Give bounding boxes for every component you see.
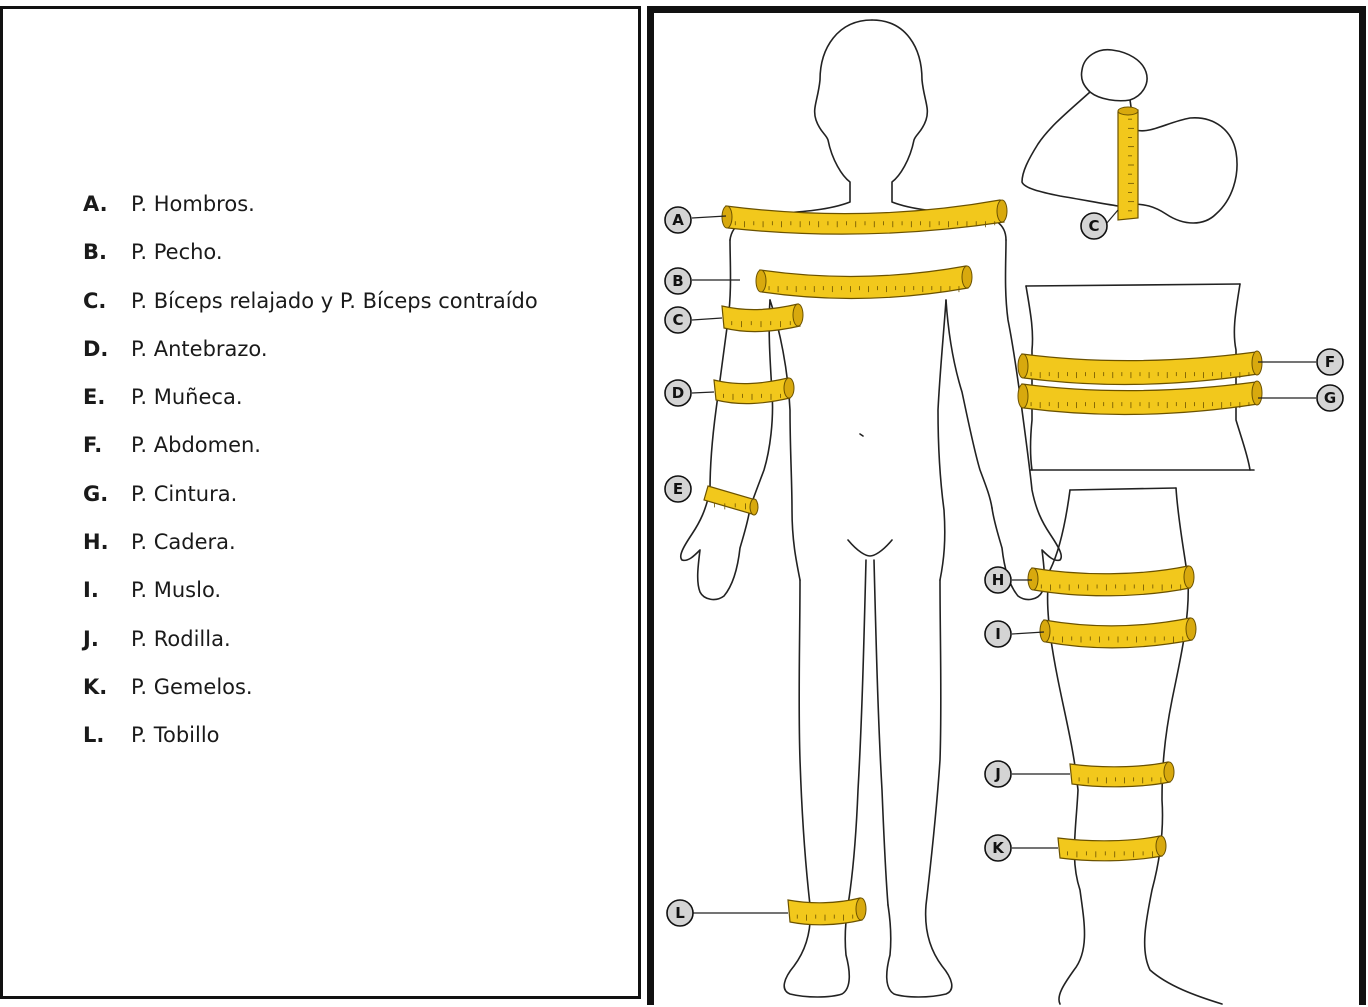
- legend-text: P. Gemelos.: [131, 675, 253, 699]
- legend-text: P. Muslo.: [131, 578, 221, 602]
- legend-letter: J.: [83, 627, 131, 651]
- svg-text:I: I: [995, 625, 1001, 643]
- bicep-outline: [1130, 100, 1237, 223]
- legend-item: A.P. Hombros.: [83, 192, 538, 240]
- tape-G: [1018, 381, 1262, 414]
- right-leg-outer: [887, 580, 952, 997]
- marker-b: B: [665, 268, 691, 294]
- legend-item: K.P. Gemelos.: [83, 675, 538, 723]
- tape-C-arm: [1118, 107, 1138, 220]
- legend-item: G.P. Cintura.: [83, 482, 538, 530]
- svg-text:L: L: [675, 904, 685, 922]
- left-torso-side: [770, 300, 800, 580]
- tape-J: [1070, 762, 1174, 787]
- marker-e: E: [665, 476, 691, 502]
- torso-top: [1026, 284, 1240, 286]
- legend-letter: B.: [83, 240, 131, 264]
- marker-h: H: [985, 567, 1011, 593]
- right-leg-inner: [874, 560, 888, 905]
- legend-text: P. Tobillo: [131, 723, 220, 747]
- legend-text: P. Cadera.: [131, 530, 236, 554]
- legend-letter: E.: [83, 385, 131, 409]
- right-arm-inner: [946, 300, 992, 508]
- svg-text:C: C: [672, 311, 683, 329]
- tape-L: [788, 898, 866, 925]
- left-arm-outer: [681, 240, 750, 599]
- svg-text:B: B: [672, 272, 683, 290]
- legend-item: L.P. Tobillo: [83, 723, 538, 771]
- svg-text:A: A: [672, 211, 684, 229]
- marker-i: I: [985, 621, 1011, 647]
- leg-detail-figure: [1048, 488, 1222, 1004]
- legend-text: P. Hombros.: [131, 192, 255, 216]
- left-leg-outer: [784, 580, 849, 997]
- hip-top: [1070, 488, 1176, 490]
- svg-text:K: K: [992, 839, 1005, 857]
- legend-text: P. Muñeca.: [131, 385, 243, 409]
- legend-text: P. Cintura.: [131, 482, 237, 506]
- legend-item: J.P. Rodilla.: [83, 627, 538, 675]
- legend-panel: A.P. Hombros. B.P. Pecho. C.P. Bíceps re…: [0, 6, 641, 999]
- forearm-outline: [1022, 92, 1118, 206]
- legend-text: P. Antebrazo.: [131, 337, 268, 361]
- svg-text:J: J: [994, 765, 1001, 783]
- legend-text: P. Rodilla.: [131, 627, 231, 651]
- legend-letter: I.: [83, 578, 131, 602]
- legend-item: B.P. Pecho.: [83, 240, 538, 288]
- leg-left-outline: [1048, 490, 1085, 1004]
- legend-letter: C.: [83, 289, 131, 313]
- svg-text:C: C: [1088, 217, 1099, 235]
- tape-E: [704, 486, 758, 515]
- tape-F: [1018, 351, 1262, 384]
- head-outline: [730, 20, 872, 240]
- svg-text:H: H: [992, 571, 1005, 589]
- legend-letter: L.: [83, 723, 131, 747]
- body-measurement-diagram: A B C D E C F G H I J K L: [654, 13, 1359, 1005]
- marker-k: K: [985, 835, 1011, 861]
- tape-A: [722, 200, 1007, 234]
- legend-letter: K.: [83, 675, 131, 699]
- marker-l: L: [667, 900, 693, 926]
- measurement-legend: A.P. Hombros. B.P. Pecho. C.P. Bíceps re…: [83, 192, 538, 772]
- fist-outline: [1081, 50, 1147, 101]
- legend-letter: A.: [83, 192, 131, 216]
- svg-text:G: G: [1324, 389, 1336, 407]
- crotch-line: [848, 540, 892, 556]
- left-leg-inner: [848, 560, 866, 905]
- tape-I: [1040, 618, 1196, 648]
- legend-item: C.P. Bíceps relajado y P. Bíceps contraí…: [83, 289, 538, 337]
- diagram-panel: A B C D E C F G H I J K L: [647, 6, 1366, 1005]
- legend-item: E.P. Muñeca.: [83, 385, 538, 433]
- marker-a: A: [665, 207, 691, 233]
- svg-text:E: E: [673, 480, 683, 498]
- marker-g: G: [1317, 385, 1343, 411]
- legend-text: P. Pecho.: [131, 240, 223, 264]
- legend-letter: G.: [83, 482, 131, 506]
- marker-d: D: [665, 380, 691, 406]
- legend-letter: F.: [83, 433, 131, 457]
- legend-letter: D.: [83, 337, 131, 361]
- right-torso-side: [938, 300, 946, 580]
- tape-C-body: [722, 304, 803, 332]
- marker-f: F: [1317, 349, 1343, 375]
- navel: [860, 434, 863, 436]
- tape-H: [1028, 566, 1194, 596]
- marker-c-body: C: [665, 307, 691, 333]
- legend-item: H.P. Cadera.: [83, 530, 538, 578]
- svg-text:D: D: [672, 384, 684, 402]
- legend-item: F.P. Abdomen.: [83, 433, 538, 481]
- tape-B: [756, 266, 972, 298]
- legend-item: I.P. Muslo.: [83, 578, 538, 626]
- tape-D: [714, 378, 794, 404]
- svg-text:F: F: [1325, 353, 1335, 371]
- legend-text: P. Bíceps relajado y P. Bíceps contraído: [131, 289, 538, 313]
- legend-letter: H.: [83, 530, 131, 554]
- marker-j: J: [985, 761, 1011, 787]
- leg-right-outline: [1145, 488, 1222, 1004]
- legend-text: P. Abdomen.: [131, 433, 261, 457]
- legend-item: D.P. Antebrazo.: [83, 337, 538, 385]
- tape-K: [1058, 836, 1166, 861]
- marker-c-arm: C: [1081, 213, 1107, 239]
